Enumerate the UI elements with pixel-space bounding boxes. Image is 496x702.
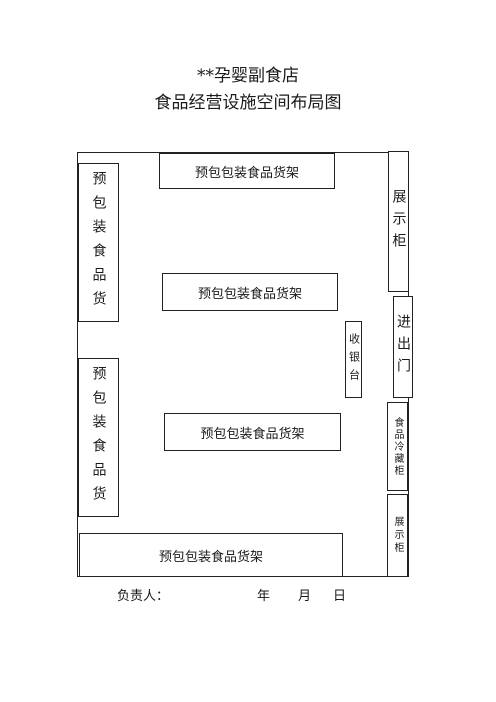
shelf-bottom: 预包包装食品货架 (79, 533, 343, 577)
left-shelf-lower: 预包装食品货 (78, 358, 119, 517)
entrance-door: 进出门 (393, 296, 413, 398)
cashier-label: 收银台 (347, 332, 361, 387)
year-label: 年 (257, 589, 271, 604)
shelf-top: 预包包装食品货架 (159, 153, 335, 189)
display-cabinet-top: 展示柜 (388, 151, 409, 292)
entrance-label: 进出门 (395, 314, 411, 380)
day-label: 日 (333, 589, 347, 604)
responsible-label: 负责人： (117, 589, 170, 604)
shelf-top-label: 预包包装食品货架 (194, 165, 299, 181)
diagram-title: 食品经营设施空间布局图 (154, 93, 342, 113)
left-shelf-upper-label: 预包装食品货 (90, 170, 107, 315)
display-cabinet-top-label: 展示柜 (390, 188, 407, 255)
shelf-middle-2: 预包包装食品货架 (164, 413, 341, 451)
display-cabinet-bottom-label: 展示柜 (392, 516, 403, 555)
cold-storage-label: 食品冷藏柜 (392, 416, 403, 477)
shelf-middle-2-label: 预包包装食品货架 (200, 426, 305, 442)
shelf-bottom-label: 预包包装食品货架 (158, 549, 263, 565)
cashier-counter: 收银台 (345, 321, 362, 398)
display-cabinet-bottom: 展示柜 (387, 494, 408, 577)
shelf-middle-1-label: 预包包装食品货架 (197, 286, 302, 302)
cold-storage-cabinet: 食品冷藏柜 (387, 402, 408, 491)
month-label: 月 (298, 589, 312, 604)
store-name: **孕婴副食店 (197, 66, 299, 86)
left-shelf-upper: 预包装食品货 (78, 163, 119, 322)
left-shelf-lower-label: 预包装食品货 (90, 365, 107, 510)
shelf-middle-1: 预包包装食品货架 (162, 273, 338, 311)
